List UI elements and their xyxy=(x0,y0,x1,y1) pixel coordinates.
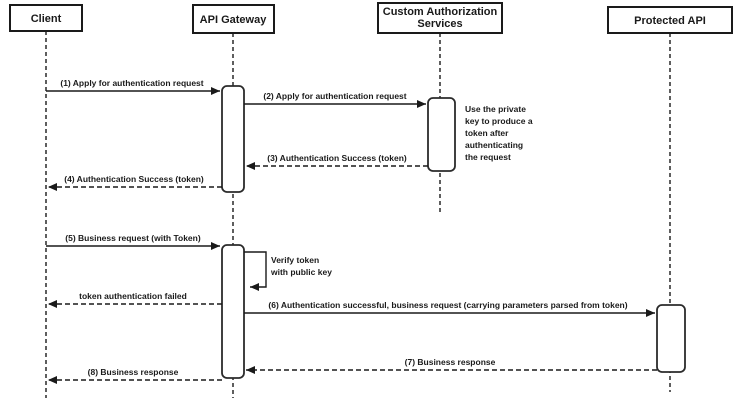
message-label-token-auth-failed: token authentication failed xyxy=(79,291,187,301)
actor-box-api-gateway xyxy=(192,4,275,34)
message-label-1: (1) Apply for authentication request xyxy=(60,78,203,88)
activation-api-gateway-2 xyxy=(221,244,245,379)
actor-box-client xyxy=(9,4,83,32)
message-label-8: (8) Business response xyxy=(88,367,179,377)
note-line-3: token after xyxy=(465,128,509,138)
message-label-verify-token-line2: with public key xyxy=(270,267,332,277)
note-line-5: the request xyxy=(465,152,511,162)
message-arrow-self-verify-token xyxy=(244,251,267,291)
message-label-verify-token-line1: Verify token xyxy=(271,255,319,265)
actor-label-api-gateway: API Gateway xyxy=(200,14,268,26)
actor-label-client: Client xyxy=(31,13,62,25)
message-label-7: (7) Business response xyxy=(405,357,496,367)
activation-protected-api xyxy=(656,304,686,373)
note-line-4: authenticating xyxy=(465,140,523,150)
message-label-5: (5) Business request (with Token) xyxy=(65,233,201,243)
message-label-6: (6) Authentication successful, business … xyxy=(268,300,627,310)
actor-box-custom-authorization-services xyxy=(377,2,503,34)
activation-api-gateway-1 xyxy=(221,85,245,193)
message-label-4: (4) Authentication Success (token) xyxy=(64,174,204,184)
message-label-2: (2) Apply for authentication request xyxy=(263,91,406,101)
message-label-3: (3) Authentication Success (token) xyxy=(267,153,407,163)
actor-label-protected-api: Protected API xyxy=(634,15,706,27)
actor-label-custom-authorization-line1: Custom Authorization xyxy=(383,6,498,18)
actor-label-custom-authorization-line2: Services xyxy=(417,18,462,30)
activation-custom-authorization xyxy=(427,97,456,172)
note-line-1: Use the private xyxy=(465,104,526,114)
note-private-key: Use the private key to produce a token a… xyxy=(465,104,533,162)
note-line-2: key to produce a xyxy=(465,116,533,126)
actor-box-protected-api xyxy=(607,6,733,34)
